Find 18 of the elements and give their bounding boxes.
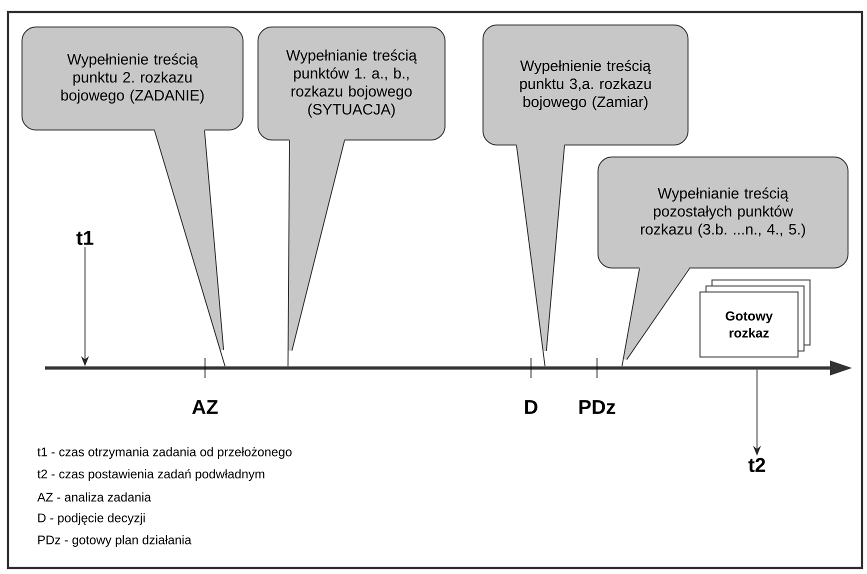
document-stack: Gotowy rozkaz — [700, 280, 810, 358]
tick-label: PDz — [579, 400, 616, 414]
key-note: t1 - czas otrzymania zadania od przełożonego — [37, 447, 292, 459]
time-label: t2 — [748, 458, 766, 472]
key-note: t2 - czas postawienia zadań podwładnym — [37, 469, 264, 481]
callout-bubble: Wypełnienie treścią punktu 3,a. rozkazu bojowego (Zamiar) — [482, 24, 688, 146]
tick-label: D — [525, 400, 538, 414]
key-note: D - podjęcie decyzji — [38, 513, 145, 525]
key-note: PDz - gotowy plan działania — [38, 535, 192, 547]
leader-line — [622, 268, 640, 367]
tick-label: AZ — [192, 400, 218, 414]
time-label: t1 — [76, 231, 94, 245]
time-axis — [45, 358, 852, 378]
key-note: AZ - analiza zadania — [37, 492, 152, 502]
leader-line — [288, 140, 290, 367]
callout-bubble: Wypełnianie treścią punktów 1. a., b., rozkazu bojowego (SYTUACJA) — [258, 26, 446, 140]
leader-line — [516, 145, 546, 367]
callout-bubble: Wypełnienie treścią punktu 2. rozkazu bojowego (ZADANIE) — [22, 26, 244, 130]
